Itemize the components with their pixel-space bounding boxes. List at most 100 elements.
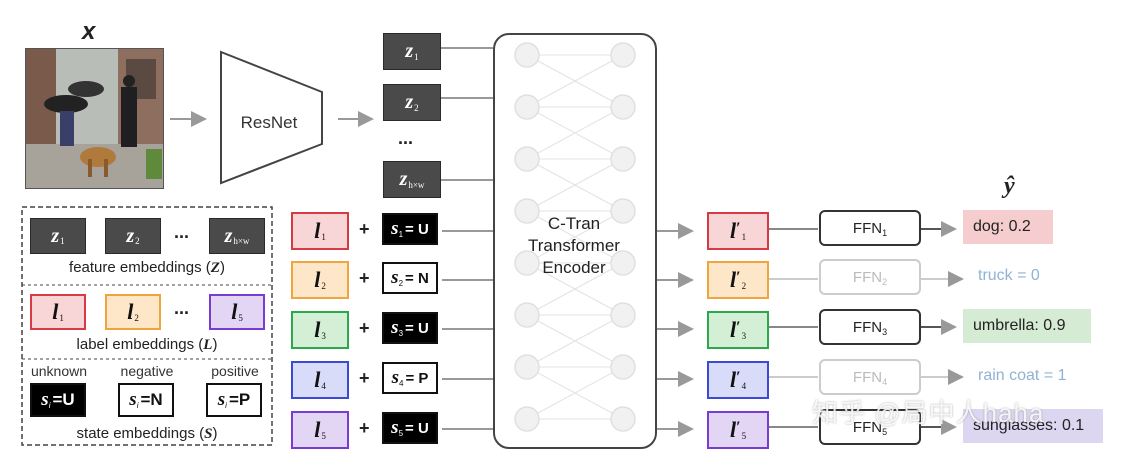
state-value: U [417, 220, 429, 238]
token-symbol: l [52, 299, 59, 324]
token-subscript: 5 [741, 431, 747, 441]
token-symbol: l [729, 317, 737, 342]
caption-text: state embeddings ( [76, 425, 205, 442]
token-subscript: 3 [741, 331, 747, 341]
token-symbol: z [405, 91, 414, 113]
legend-label-ellipsis: ... [174, 298, 190, 318]
caption-symbol: S [204, 426, 213, 442]
watermark: 知乎 @局中人haha [812, 398, 1045, 428]
state-value: N [417, 269, 429, 287]
legend-feature-caption: feature embeddings (Z) [22, 259, 272, 277]
state-value: P [238, 390, 251, 409]
token-subscript: 5 [321, 431, 326, 441]
token-subscript: 2 [741, 281, 747, 291]
token-subscript: 4 [741, 381, 747, 391]
state-subscript: 5 [398, 428, 404, 438]
ffn-label: FFN [852, 318, 883, 336]
plus-sign: + [359, 418, 370, 438]
ffn-label: FFN [852, 219, 883, 237]
ffn-subscript: 4 [882, 377, 888, 387]
token-subscript: 4 [321, 381, 326, 391]
feature-ellipsis: ... [398, 128, 414, 148]
plus-sign: + [359, 219, 370, 239]
token-symbol: l [231, 299, 238, 324]
input-label: x [82, 18, 96, 45]
caption-close: ) [212, 336, 218, 353]
token-symbol: l [729, 417, 737, 442]
token-symbol: z [405, 40, 414, 62]
output-token-l4: l′4 [707, 361, 769, 399]
token-symbol: z [399, 168, 408, 190]
legend-state-caption: state embeddings (S) [22, 425, 272, 443]
output-prediction-2: truck = 0 [978, 267, 1040, 284]
token-symbol: l [314, 317, 321, 342]
legend-state-name-negative: negative [120, 363, 174, 379]
legend-box [21, 206, 273, 446]
token-subscript: h×w [233, 236, 250, 246]
state-subscript: 3 [398, 328, 404, 338]
token-subscript: 5 [238, 313, 243, 323]
encoder-label: C-Tran Transformer Encoder [503, 213, 645, 279]
output-prediction-5: sunglasses: 0.1 [963, 409, 1103, 443]
token-symbol: l [729, 267, 737, 292]
transformer-encoder [493, 33, 657, 449]
token-symbol: l [127, 299, 134, 324]
caption-close: ) [219, 259, 225, 276]
ffn-subscript: 5 [882, 427, 888, 437]
token-symbol: l [314, 218, 321, 243]
encoder-label-line3: Encoder [542, 258, 606, 277]
token-subscript: 1 [59, 313, 64, 323]
token-subscript: 3 [321, 331, 326, 341]
ffn-label: FFN [852, 368, 883, 386]
token-subscript: 2 [321, 281, 326, 291]
output-token-l1: l′1 [707, 212, 769, 250]
token-subscript: 1 [741, 232, 747, 242]
token-subscript: 1 [60, 236, 65, 246]
output-prediction-3: umbrella: 0.9 [963, 309, 1091, 343]
resnet-block [220, 50, 323, 185]
token-symbol: l [729, 367, 737, 392]
legend-feature-ellipsis: ... [174, 222, 190, 242]
input-photo [25, 48, 164, 189]
resnet-label: ResNet [240, 113, 298, 132]
token-subscript: 2 [135, 236, 140, 246]
token-symbol: z [51, 224, 60, 247]
state-value: N [150, 390, 163, 409]
ffn-subscript: 1 [882, 228, 888, 238]
output-prediction-1: dog: 0.2 [963, 210, 1053, 244]
ffn-subscript: 3 [882, 327, 888, 337]
token-subscript: 1 [414, 51, 419, 62]
token-subscript: 2 [134, 313, 139, 323]
caption-text: feature embeddings ( [69, 259, 211, 276]
token-subscript: 2 [414, 102, 419, 113]
caption-text: label embeddings ( [76, 336, 204, 353]
legend-label-caption: label embeddings (L) [22, 336, 272, 354]
caption-symbol: L [203, 337, 213, 353]
token-symbol: l [314, 267, 321, 292]
